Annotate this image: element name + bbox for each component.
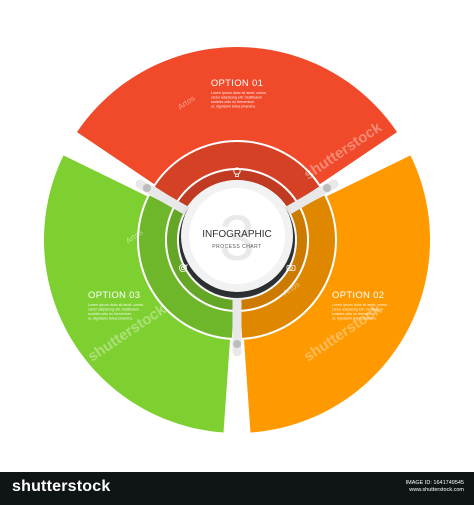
footer-image-id: IMAGE ID: 1641749545 xyxy=(405,480,464,486)
option-01-body-line-2: ctetur adipiscing elit. Vestibulum xyxy=(211,96,262,100)
option-01-text: OPTION 01 Lorem ipsum dolor sit amet, co… xyxy=(211,78,268,109)
option-02-body-line-1: Lorem ipsum dolor sit amet, conse- xyxy=(332,303,389,307)
footer-brand: shutterstock xyxy=(12,478,111,495)
option-03-body-line-2: ctetur adipiscing elit. Vestibulum xyxy=(88,308,139,312)
footer-site: www.shutterstock.com xyxy=(409,487,464,493)
separator-pin-cap-3 xyxy=(142,184,151,192)
option-03-segment xyxy=(43,155,230,433)
separator-pins xyxy=(135,179,339,357)
center-title: INFOGRAPHIC xyxy=(202,229,271,240)
option-03-body-line-4: ut, dignissim tellus pharetra. xyxy=(88,317,133,321)
option-03-title: OPTION 03 xyxy=(88,290,140,301)
option-03-body-line-1: Lorem ipsum dolor sit amet, conse- xyxy=(88,303,145,307)
option-02-body-line-2: ctetur adipiscing elit. Vestibulum xyxy=(332,308,383,312)
center-subtitle: PROCESS CHART xyxy=(212,244,261,250)
footer-meta: IMAGE ID: 1641749545 www.shutterstock.co… xyxy=(406,480,464,494)
option-02-body-line-3: sodales odio eu fermentum xyxy=(332,312,375,316)
option-02-body-line-4: ut, dignissim tellus pharetra. xyxy=(332,317,377,321)
option-02-inner-ring xyxy=(240,195,336,338)
separator-pin-cap-2 xyxy=(233,340,241,348)
option-01-body-line-1: Lorem ipsum dolor sit amet, conse- xyxy=(211,91,268,95)
option-01-body-line-3: sodales odio eu fermentum xyxy=(211,100,254,104)
option-02-segment xyxy=(244,155,431,433)
option-02-inner-band xyxy=(240,208,308,310)
option-01-body-line-4: ut, dignissim tellus pharetra. xyxy=(211,105,256,109)
option-01-segment xyxy=(77,47,397,185)
money-icon xyxy=(286,265,296,271)
option-03-text: OPTION 03 Lorem ipsum dolor sit amet, co… xyxy=(88,290,145,321)
center-inner-disc xyxy=(189,188,285,284)
infographic-stage: 3 INFOGRAPHIC PROCESS CHART OPTION 01 Lo… xyxy=(43,47,431,433)
option-01-inner-ring xyxy=(154,141,320,201)
option-03-inner-band xyxy=(166,208,234,310)
option-03-body-line-3: sodales odio eu fermentum xyxy=(88,312,131,316)
center-number: 3 xyxy=(219,202,255,274)
target-icon xyxy=(179,264,188,272)
separator-pin-cap-1 xyxy=(323,184,332,192)
option-02-text: OPTION 02 Lorem ipsum dolor sit amet, co… xyxy=(332,290,389,321)
lightbulb-icon xyxy=(233,167,241,177)
option-01-inner-band xyxy=(178,170,296,208)
option-03-inner-ring xyxy=(138,195,234,338)
option-02-title: OPTION 02 xyxy=(332,290,384,301)
footer-bar: shutterstock IMAGE ID: 1641749545 www.sh… xyxy=(0,472,474,505)
option-01-title: OPTION 01 xyxy=(211,78,263,89)
process-chart: 3 INFOGRAPHIC PROCESS CHART OPTION 01 Lo… xyxy=(43,47,431,433)
